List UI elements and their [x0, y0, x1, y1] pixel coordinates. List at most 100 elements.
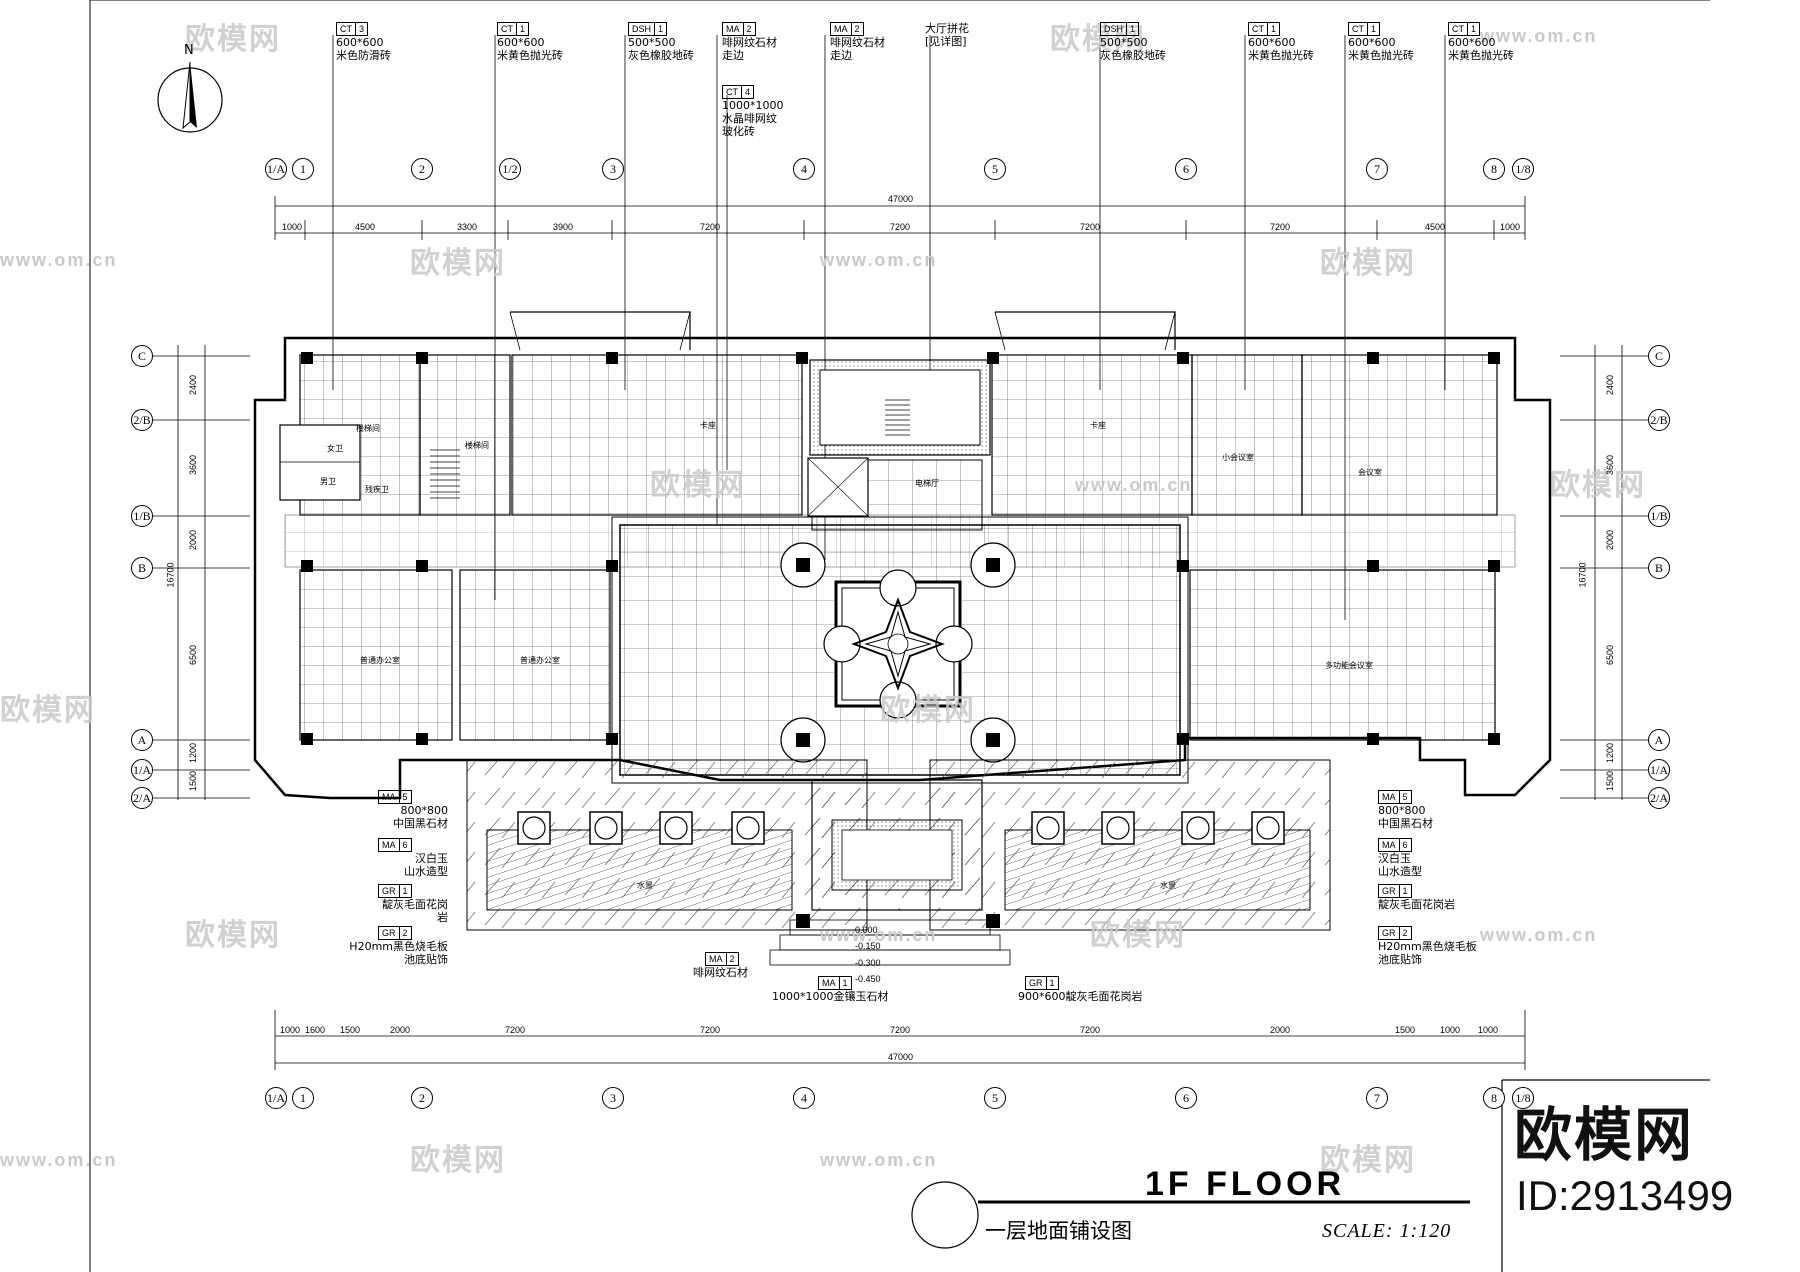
dim-segment: 6500 — [188, 644, 199, 666]
material-number: 6 — [1398, 839, 1411, 851]
axis-bubble: 2/A — [131, 787, 153, 809]
dim-segment: 1600 — [305, 1025, 326, 1035]
dim-segment: 2400 — [1605, 374, 1616, 396]
room-label: 卡座 — [700, 421, 716, 430]
material-number: 2 — [398, 927, 411, 939]
material-note: 1000*1000 水晶啡网纹 玻化砖 — [722, 99, 784, 138]
material-note: 靛灰毛面花岗岩 — [1378, 898, 1455, 911]
dim-segment: 7200 — [700, 222, 721, 232]
dimension-lines-top — [274, 196, 1526, 240]
material-number: 1 — [838, 977, 851, 989]
dim-segment: 3600 — [1605, 454, 1616, 476]
dim-segment: 7200 — [890, 222, 911, 232]
material-number: 1 — [1367, 23, 1379, 35]
axis-bubble: 1 — [292, 1087, 314, 1109]
material-note: 大厅拼花 [见详图] — [925, 22, 969, 48]
material-note: H20mm黑色烧毛板 池底贴饰 — [1378, 940, 1477, 966]
room-label: 残疾卫 — [365, 485, 389, 494]
level-mark: 0.000 — [855, 925, 878, 935]
material-number: 2 — [725, 953, 738, 965]
material-note: 600*600 米黄色抛光砖 — [1448, 36, 1514, 62]
axis-bubble: 7 — [1366, 1087, 1388, 1109]
axis-bubble: 1/B — [1648, 505, 1670, 527]
material-code: MA — [709, 954, 723, 964]
level-mark: -0.450 — [855, 974, 881, 984]
axis-bubble: 2/B — [1648, 409, 1670, 431]
material-number: 1 — [398, 885, 411, 897]
dim-segment: 6500 — [1605, 644, 1616, 666]
dim-segment: 7200 — [505, 1025, 526, 1035]
room-label: 电梯厅 — [915, 479, 939, 488]
material-code: MA — [1382, 792, 1396, 802]
watermark-brand: 欧模网 — [1550, 468, 1646, 503]
material-code: GR — [1382, 928, 1396, 938]
core-area — [279, 359, 991, 517]
material-code: CT — [1252, 24, 1264, 34]
material-note: 1000*1000金镶玉石材 — [772, 990, 889, 1003]
material-code: MA — [726, 24, 740, 34]
material-number: 1 — [516, 23, 528, 35]
material-note: 800*800 中国黑石材 — [393, 804, 448, 830]
dim-segment: 7200 — [1270, 222, 1291, 232]
watermark-url: www.om.cn — [820, 925, 938, 945]
dimension-lines-side — [150, 345, 1650, 800]
watermark-brand: 欧模网 — [1320, 1143, 1416, 1178]
material-note: 啡网纹石材 走边 — [722, 36, 777, 62]
material-number: 1 — [1267, 23, 1279, 35]
watermark-url: www.om.cn — [0, 1150, 118, 1170]
axis-bubble: 1/8 — [1512, 1087, 1534, 1109]
dim-segment: 1000 — [1440, 1025, 1461, 1035]
axis-bubble: 3 — [602, 1087, 624, 1109]
watermark-brand: 欧模网 — [410, 1143, 506, 1178]
material-code: CT — [726, 87, 738, 97]
axis-bubble: 2 — [411, 158, 433, 180]
material-number: 6 — [398, 839, 411, 851]
material-code: GR — [1382, 886, 1396, 896]
room-label: 普通办公室 — [360, 656, 400, 665]
north-arrow-icon — [157, 61, 223, 133]
dim-segment: 1000 — [280, 1025, 301, 1035]
material-number: 1 — [1126, 23, 1138, 35]
planters — [517, 811, 1285, 845]
room-label: 水景 — [1160, 881, 1176, 890]
dim-segment: 1200 — [188, 742, 199, 764]
material-note: 600*600 米黄色抛光砖 — [1248, 36, 1314, 62]
watermark-brand: 欧模网 — [880, 693, 976, 728]
axis-bubble: 5 — [984, 1087, 1006, 1109]
axis-bubble: B — [1648, 557, 1670, 579]
axis-bubble: 2/A — [1648, 787, 1670, 809]
watermark-url: www.om.cn — [1480, 26, 1598, 46]
material-code: MA — [822, 978, 836, 988]
material-note: 汉白玉 山水造型 — [404, 852, 448, 878]
material-code: GR — [382, 886, 396, 896]
material-note: 600*600 米色防滑砖 — [336, 36, 391, 62]
material-code: GR — [382, 928, 396, 938]
watermark-url: www.om.cn — [820, 250, 938, 270]
material-note: H20mm黑色烧毛板 池底贴饰 — [349, 940, 448, 966]
material-note: 600*600 米黄色抛光砖 — [497, 36, 563, 62]
axis-bubble: 6 — [1175, 1087, 1197, 1109]
axis-bubble: A — [1648, 729, 1670, 751]
material-number: 1 — [654, 23, 666, 35]
material-number: 1 — [1467, 23, 1479, 35]
level-mark: -0.300 — [855, 958, 881, 968]
dim-segment: 2000 — [390, 1025, 411, 1035]
material-number: 3 — [355, 23, 367, 35]
dim-segment: 1000 — [1478, 1025, 1499, 1035]
axis-bubble: 7 — [1366, 158, 1388, 180]
material-number: 2 — [850, 23, 863, 35]
dim-segment: 2400 — [188, 374, 199, 396]
dim-segment: 7200 — [890, 1025, 911, 1035]
material-code: CT — [501, 24, 513, 34]
dim-segment: 1000 — [282, 222, 303, 232]
material-note: 靛灰毛面花岗 岩 — [382, 898, 448, 924]
watermark-brand: 欧模网 — [0, 693, 96, 728]
dim-segment: 1500 — [1395, 1025, 1416, 1035]
drawing-title-en: 1F FLOOR — [1145, 1165, 1346, 1203]
material-number: 1 — [1398, 885, 1411, 897]
